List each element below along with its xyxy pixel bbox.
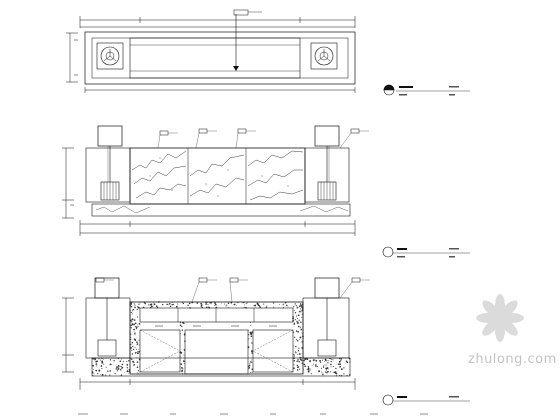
front-right-lamp-icon <box>314 125 340 201</box>
plan-counter-inner <box>91 37 349 79</box>
plan-callout-tag <box>233 9 249 16</box>
back-plinth <box>91 357 351 377</box>
front-marble-panel <box>129 147 306 205</box>
front-callout-tags <box>157 128 369 149</box>
front-left-dimension <box>62 147 74 219</box>
back-bottom-dimension <box>79 378 356 390</box>
back-callout-tags <box>95 277 370 303</box>
back-terrazzo-texture <box>91 301 351 377</box>
marble-veins <box>131 150 304 201</box>
plan-view <box>66 9 356 93</box>
watermark-logo-icon <box>476 294 524 342</box>
plan-top-dimension <box>79 16 356 28</box>
elevation-symbol-icon <box>382 246 394 258</box>
back-elevation-title-block <box>382 394 470 406</box>
back-center-opening <box>184 329 249 375</box>
elevation-symbol-icon <box>382 394 394 406</box>
back-left-dimension <box>62 297 74 373</box>
plan-left-lamp-icon <box>96 42 124 70</box>
back-drawer-row <box>139 307 294 323</box>
back-right-door <box>252 329 294 373</box>
back-elevation-view <box>62 277 370 390</box>
plan-title-block <box>383 84 470 96</box>
plan-counter-outline <box>84 31 356 85</box>
plan-left-dimension <box>66 32 78 83</box>
back-left-lamp-icon <box>94 277 120 357</box>
back-right-lamp-icon <box>314 277 340 357</box>
back-left-door <box>139 329 181 373</box>
front-elevation-title-block <box>382 246 470 258</box>
front-left-lamp-icon <box>97 125 123 201</box>
plan-bottom-dimension <box>84 87 356 93</box>
watermark-text: zhulong.com <box>468 352 557 367</box>
front-elevation-view <box>62 125 369 236</box>
back-left-counter <box>85 297 131 359</box>
plan-right-lamp-icon <box>310 42 338 70</box>
plan-center-panel <box>129 37 301 79</box>
back-cabinet-frame <box>129 301 304 375</box>
front-plinth <box>91 203 351 217</box>
marble-speckles <box>149 157 289 197</box>
front-bottom-dimension <box>79 220 356 236</box>
back-right-counter <box>302 297 350 359</box>
